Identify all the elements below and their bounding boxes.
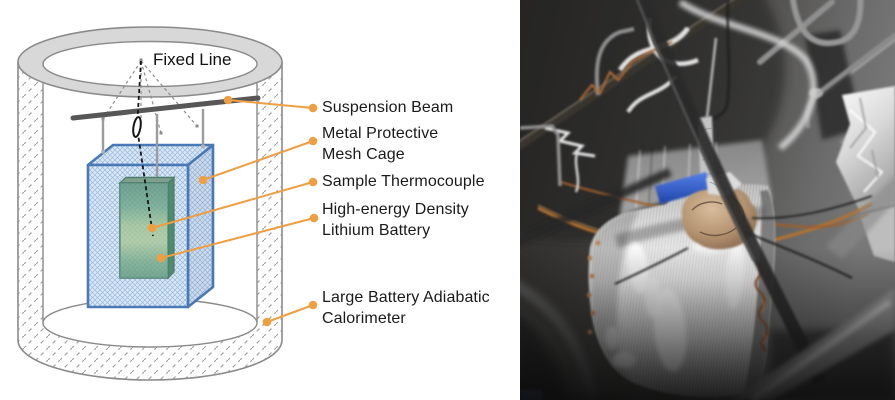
label-sample-thermocouple: Sample Thermocouple	[322, 171, 485, 192]
bottom-vignette	[520, 0, 895, 400]
label-line: Mesh Cage	[322, 146, 405, 163]
lithium-battery	[118, 175, 176, 280]
experiment-photo	[520, 0, 895, 400]
label-line: Sample Thermocouple	[322, 173, 485, 190]
schematic-drawing	[17, 26, 319, 381]
label-line: Metal Protective	[322, 125, 439, 142]
label-mesh-cage: Metal Protective Mesh Cage	[322, 123, 438, 165]
callout-dots	[147, 95, 319, 327]
label-line: High-energy Density	[322, 201, 469, 218]
experiment-photo-panel	[520, 0, 895, 400]
callout-connectors	[151, 99, 315, 323]
label-calorimeter: Large Battery Adiabatic Calorimeter	[322, 287, 490, 329]
label-lithium-battery: High-energy Density Lithium Battery	[322, 199, 469, 241]
suspension-link	[132, 116, 142, 138]
label-line: Suspension Beam	[322, 99, 454, 116]
schematic-diagram-panel: Fixed Line Suspension Beam Metal Protect…	[17, 26, 490, 381]
label-line: Calorimeter	[322, 310, 406, 327]
label-line: Large Battery Adiabatic	[322, 289, 490, 306]
label-suspension-beam: Suspension Beam	[322, 97, 453, 118]
fixed-line-label: Fixed Line	[153, 50, 232, 69]
label-line: Lithium Battery	[322, 222, 431, 239]
hanger-posts	[101, 109, 205, 180]
